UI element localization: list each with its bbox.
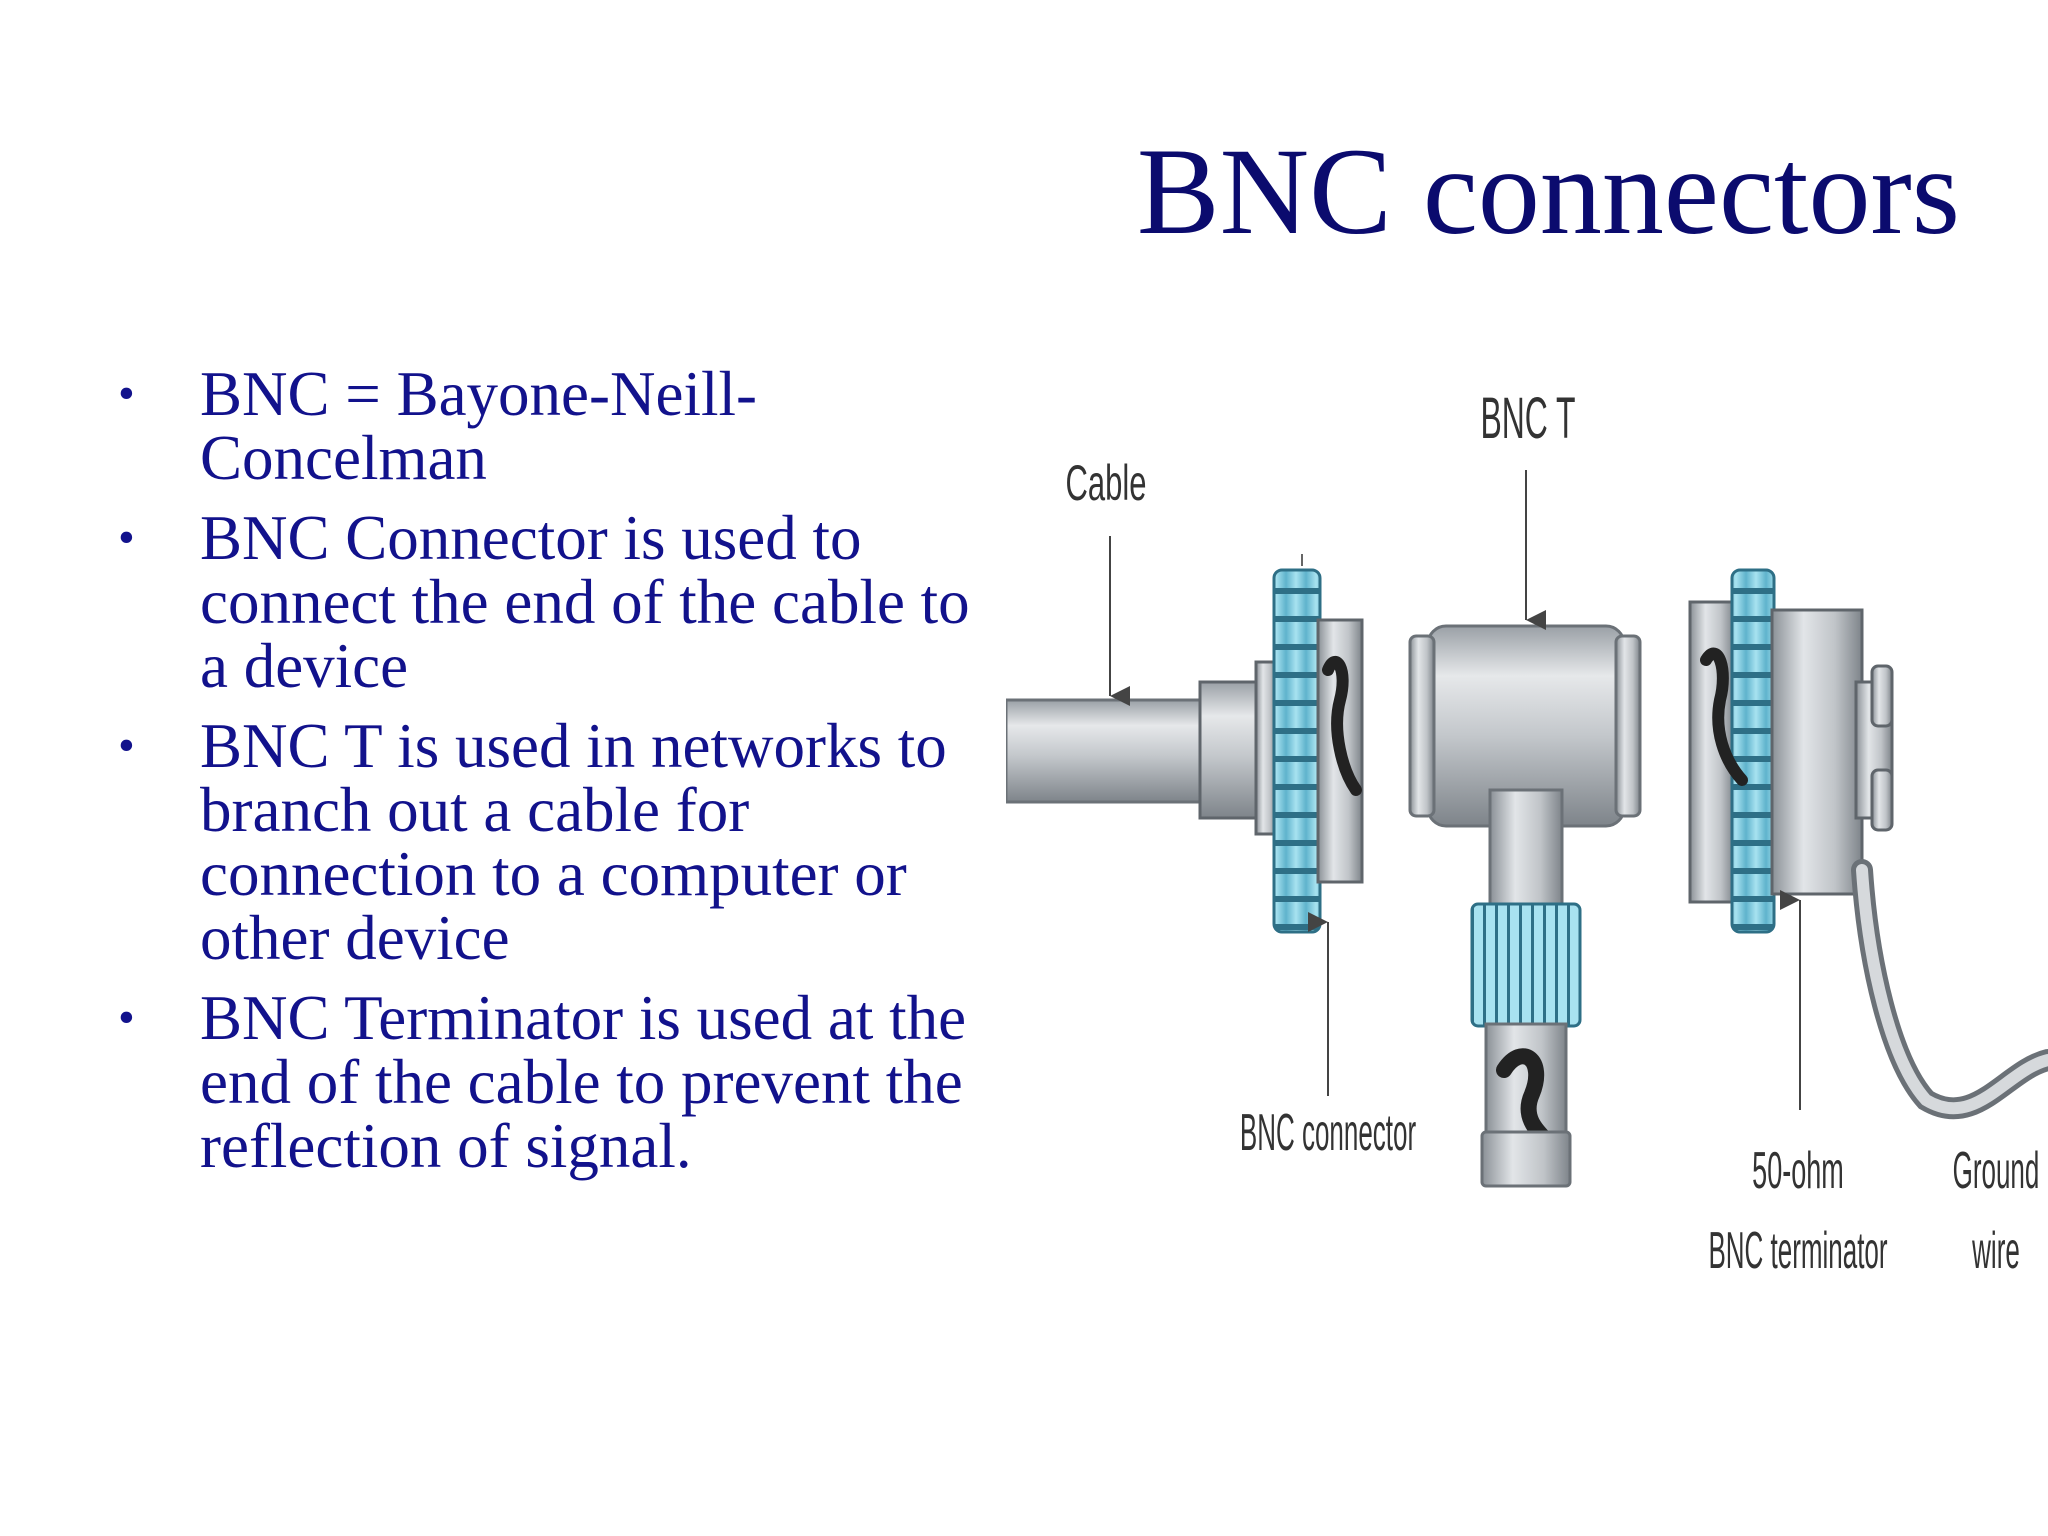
bnc-connector-part — [1198, 554, 1364, 934]
ground-label-line1: Ground — [1953, 1141, 2040, 1199]
bullet-marker: • — [118, 367, 135, 420]
bnc-t-label: BNC T — [1480, 386, 1575, 450]
bullet-item: • BNC = Bayone-Neill-Concelman — [118, 362, 998, 490]
bullet-marker: • — [118, 511, 135, 564]
bullet-item: • BNC T is used in networks to branch ou… — [118, 714, 998, 970]
bullet-marker: • — [118, 719, 135, 772]
bullet-text: BNC Connector is used to connect the end… — [200, 503, 970, 701]
bullet-item: • BNC Terminator is used at the end of t… — [118, 986, 998, 1178]
cable-part — [1006, 698, 1204, 804]
bullet-marker: • — [118, 991, 135, 1044]
cable-label: Cable — [1066, 454, 1147, 510]
bnc-diagram-svg: Cable BNC T BNC connector 50-ohm BNC ter… — [1006, 386, 2048, 1279]
terminator-label-line1: 50-ohm — [1752, 1140, 1844, 1199]
bnc-connector-label: BNC connector — [1240, 1103, 1416, 1161]
bnc-diagram: Cable BNC T BNC connector 50-ohm BNC ter… — [1006, 370, 2048, 1340]
bullet-item: • BNC Connector is used to connect the e… — [118, 506, 998, 698]
bullet-text: BNC Terminator is used at the end of the… — [200, 983, 967, 1181]
pointer-lines — [1109, 470, 1801, 1110]
bullet-list: • BNC = Bayone-Neill-Concelman • BNC Con… — [118, 362, 998, 1194]
bullet-text: BNC = Bayone-Neill-Concelman — [200, 359, 757, 493]
terminator-part — [1688, 568, 1894, 934]
terminator-label-line2: BNC terminator — [1708, 1221, 1887, 1279]
ground-label-line2: wire — [1972, 1221, 2020, 1279]
slide-title: BNC connectors — [1136, 123, 1960, 260]
bnc-t-part — [1408, 624, 1642, 1188]
bullet-text: BNC T is used in networks to branch out … — [200, 711, 947, 973]
ground-wire-part — [1851, 859, 2048, 1120]
